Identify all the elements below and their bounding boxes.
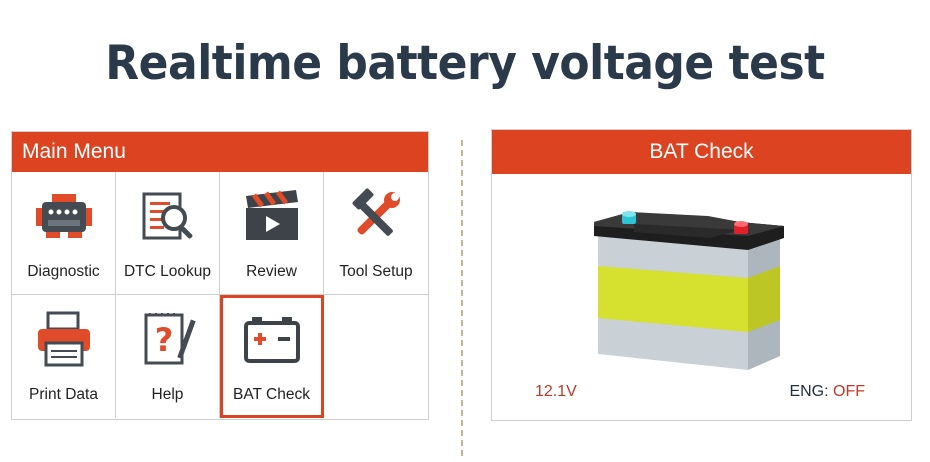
bat-check-header: BAT Check xyxy=(492,130,911,174)
menu-item-label: Help xyxy=(151,386,184,403)
wrench-hammer-icon xyxy=(352,188,400,236)
menu-item-help[interactable]: ? Help xyxy=(116,295,220,418)
menu-item-dtc-lookup[interactable]: DTC Lookup xyxy=(116,172,220,295)
engine-icon xyxy=(36,194,92,238)
menu-item-label: Review xyxy=(246,263,297,280)
menu-item-label: Print Data xyxy=(29,386,98,403)
menu-item-review[interactable]: Review xyxy=(220,172,324,295)
help-question-icon: ? xyxy=(144,313,196,365)
main-menu-panel: Main Menu Diagnostic xyxy=(11,131,429,420)
page-title: Realtime battery voltage test xyxy=(105,35,825,92)
menu-grid: Diagnostic DTC Lookup Review xyxy=(12,172,428,419)
menu-item-bat-check[interactable]: BAT Check xyxy=(220,295,324,418)
main-menu-header: Main Menu xyxy=(12,132,428,172)
printer-icon xyxy=(38,311,90,367)
menu-item-label: BAT Check xyxy=(233,386,310,403)
engine-status-label: ENG: xyxy=(789,383,833,400)
engine-status-value: OFF xyxy=(833,383,865,400)
menu-item-label: DTC Lookup xyxy=(123,263,211,280)
menu-item-print-data[interactable]: Print Data xyxy=(12,295,116,418)
document-search-icon xyxy=(142,192,193,240)
car-battery-icon xyxy=(594,211,784,370)
battery-voltage-readout: 12.1V xyxy=(535,383,577,400)
svg-text:?: ? xyxy=(155,321,174,359)
menu-item-tool-setup[interactable]: Tool Setup xyxy=(324,172,428,295)
bat-check-panel: BAT Check 12.1V ENG: OFF xyxy=(491,129,912,421)
clapperboard-play-icon xyxy=(246,190,298,240)
engine-status: ENG: OFF xyxy=(789,383,865,401)
panel-divider xyxy=(461,140,463,456)
menu-item-label: Tool Setup xyxy=(339,263,413,280)
menu-item-diagnostic[interactable]: Diagnostic xyxy=(12,172,116,295)
menu-item-label: Diagnostic xyxy=(27,263,100,280)
battery-icon xyxy=(244,317,300,363)
